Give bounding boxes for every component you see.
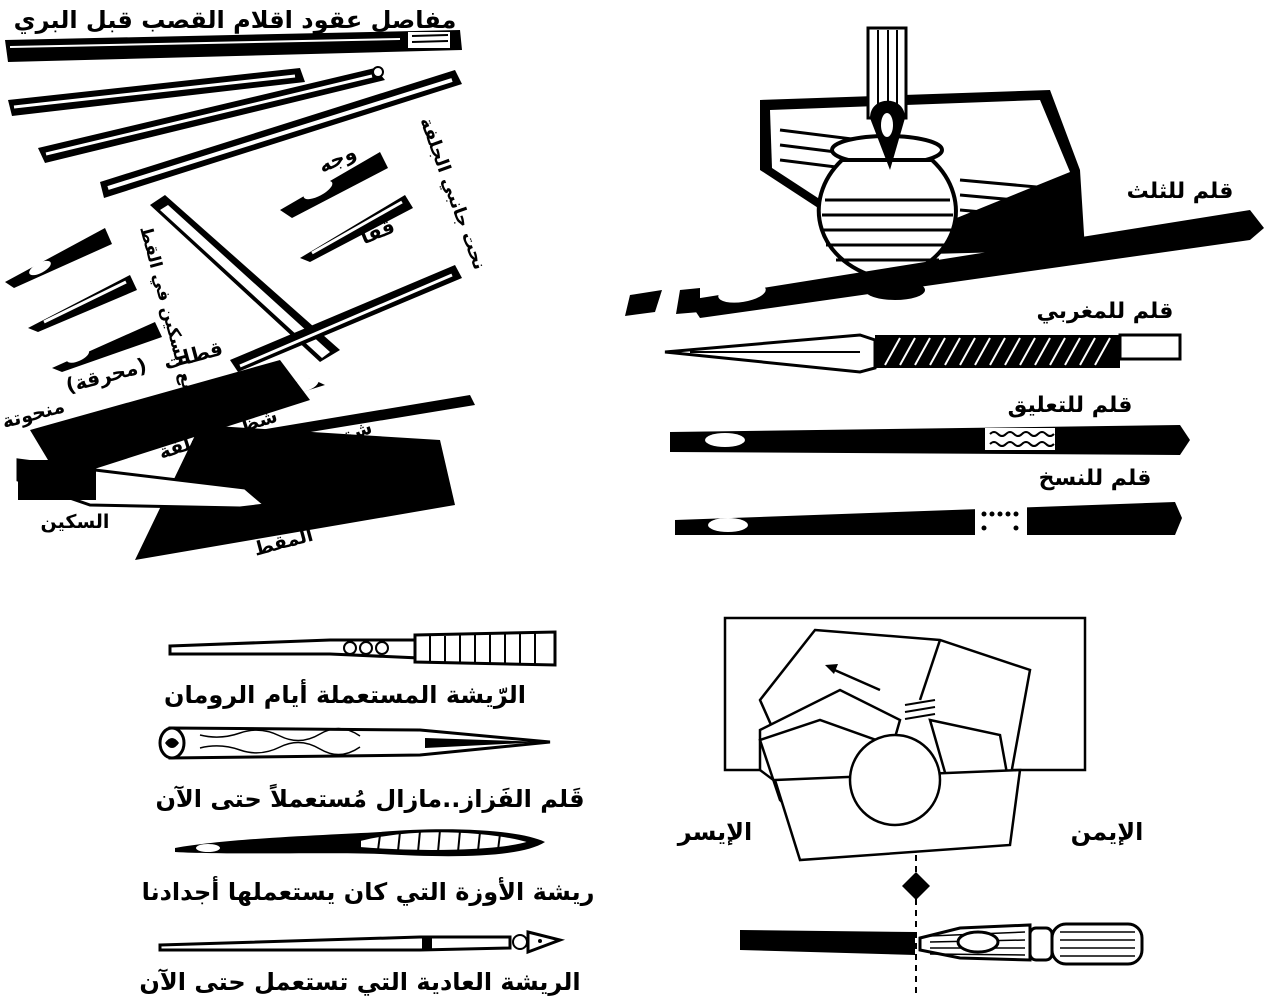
- maghribi-label: قلم للمغربي: [1037, 299, 1174, 324]
- back-label: قفا: [357, 214, 398, 249]
- left-label: الإيسر: [677, 818, 752, 846]
- center-diamond: [902, 872, 930, 900]
- right-label: الإيمن: [1071, 818, 1144, 846]
- modern-nib-holder: [740, 922, 1144, 966]
- naskh-label: قلم للنسخ: [1039, 466, 1152, 491]
- fazzaz-pen-label: قَلم الفَزاز..مازال مُستعملاً حتى الآن: [155, 783, 584, 813]
- hatch-strokes: [904, 699, 936, 720]
- pens-panel: قلم للثلث قلم للمغربي: [625, 26, 1264, 535]
- taaliq-label: قلم للتعليق: [1008, 393, 1133, 418]
- angle-panel: الإيسر الإيمن: [677, 616, 1144, 995]
- ordinary-nib-pen: [158, 930, 566, 955]
- nib-hand-outline: [758, 628, 1032, 862]
- nib-left-3: [52, 322, 162, 372]
- knife: [16, 458, 269, 510]
- knife-position-label: وضع السكين في القط: [135, 224, 203, 412]
- reed-stalk-4: [100, 70, 462, 198]
- reed-pen-panel: مفاصل عقود اقلام القصب قبل البري وجه: [0, 6, 490, 561]
- reed-stalk-3: [38, 66, 385, 163]
- goose-quill-label: ريشة الأوزة التي كان يستعملها أجدادنا: [142, 876, 595, 906]
- quills-panel: الرّيشة المستعملة أيام الرومان قَلم الفَ…: [139, 630, 595, 996]
- goose-quill: [175, 829, 545, 857]
- side-trim-label: نحت جانبي الجلفة: [415, 115, 490, 273]
- roman-pen-label: الرّيشة المستعملة أيام الرومان: [164, 679, 526, 709]
- thuluth-pen: [625, 210, 1264, 318]
- reed-stalk-1: [5, 30, 462, 62]
- reed-stalk-2: [8, 68, 305, 116]
- thuluth-label: قلم للثلث: [1127, 179, 1234, 204]
- diagonal-reed: [150, 195, 462, 372]
- roman-pen: [168, 630, 557, 667]
- knife-label: السكين: [41, 511, 110, 533]
- taaliq-pen: [670, 425, 1190, 455]
- nib-back: [300, 195, 413, 262]
- nib-left-1: [5, 228, 112, 288]
- maghribi-pen: [664, 333, 1182, 374]
- ordinary-nib-label: الريشة العادية التي تستعمل حتى الآن: [139, 968, 580, 996]
- dipping-pen: [866, 26, 908, 170]
- cutting-block: [30, 360, 475, 560]
- direction-arrow: [825, 664, 881, 692]
- fazzaz-pen: [158, 726, 551, 760]
- nib-left-2: [28, 275, 137, 332]
- nib-face: [280, 152, 388, 218]
- naskh-pen: [675, 502, 1182, 535]
- reed-title-label: مفاصل عقود اقلام القصب قبل البري: [14, 6, 457, 34]
